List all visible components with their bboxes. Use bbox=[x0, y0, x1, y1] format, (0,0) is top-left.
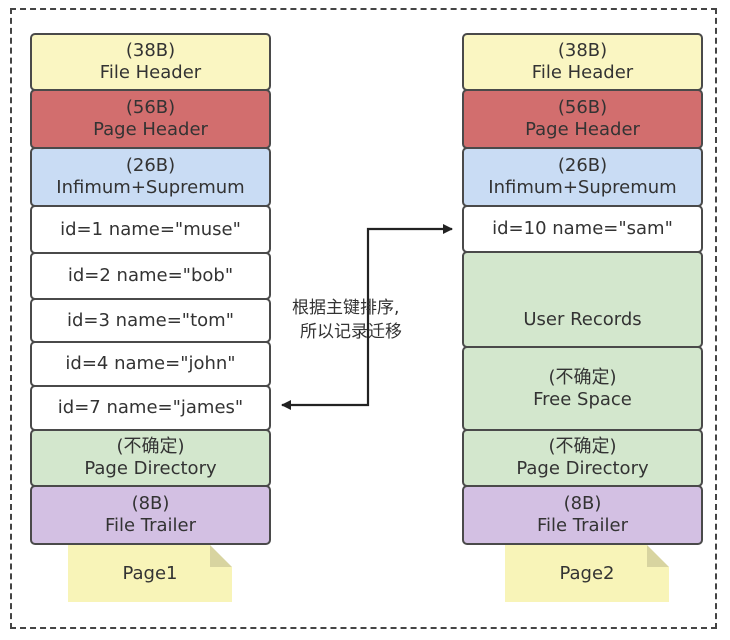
page1-page-directory-label: Page Directory bbox=[84, 458, 217, 479]
page2-page-directory-size: (不确定) bbox=[548, 436, 617, 457]
page1-file-trailer: (8B) File Trailer bbox=[30, 485, 271, 545]
page1-note: Page1 bbox=[68, 545, 232, 602]
page2-page-directory-label: Page Directory bbox=[516, 458, 649, 479]
record-text: id=2 name="bob" bbox=[67, 265, 234, 286]
page1-page-directory-size: (不确定) bbox=[116, 436, 185, 457]
page1-record-3: id=3 name="tom" bbox=[30, 298, 271, 343]
outer-dashed-frame bbox=[10, 8, 717, 629]
page2-file-header-label: File Header bbox=[531, 62, 634, 83]
page1-file-header-label: File Header bbox=[99, 62, 202, 83]
page1-name: Page1 bbox=[122, 563, 178, 584]
note-fold-corner bbox=[647, 545, 669, 567]
page2-free-space: (不确定) Free Space bbox=[462, 346, 703, 431]
migration-label-line1: 根据主键排序, bbox=[292, 298, 400, 318]
record-text: id=10 name="sam" bbox=[492, 218, 673, 239]
page2-name: Page2 bbox=[559, 563, 615, 584]
migration-label-line2: 所以记录迁移 bbox=[300, 322, 402, 342]
record-text: id=7 name="james" bbox=[57, 397, 244, 418]
page2-infimum-label: Infimum+Supremum bbox=[488, 177, 677, 198]
page1-file-header-size: (38B) bbox=[125, 40, 176, 61]
record-text: id=3 name="tom" bbox=[67, 309, 234, 331]
record-text: id=4 name="john" bbox=[65, 353, 236, 374]
page1-record-4: id=4 name="john" bbox=[30, 341, 271, 387]
record-text: id=1 name="muse" bbox=[60, 218, 241, 240]
migration-label: 根据主键排序, 所以记录迁移 bbox=[292, 296, 402, 344]
note-fold-corner bbox=[210, 545, 232, 567]
page2-file-trailer-label: File Trailer bbox=[536, 515, 629, 536]
page1-page-header-size: (56B) bbox=[125, 97, 176, 118]
page2-user-records-label: User Records bbox=[523, 308, 642, 330]
page2-page-header-label: Page Header bbox=[525, 119, 640, 140]
page1-file-trailer-label: File Trailer bbox=[104, 515, 197, 536]
page2-file-trailer: (8B) File Trailer bbox=[462, 485, 703, 545]
page2-note: Page2 bbox=[505, 545, 669, 602]
page1-infimum-label: Infimum+Supremum bbox=[56, 177, 245, 198]
page2-free-space-label: Free Space bbox=[533, 388, 632, 410]
page1-file-trailer-size: (8B) bbox=[131, 493, 170, 514]
page2-user-records: User Records bbox=[462, 251, 703, 348]
page2-page-header-size: (56B) bbox=[557, 97, 608, 118]
page2-infimum-supremum: (26B) Infimum+Supremum bbox=[462, 147, 703, 207]
page1-record-1: id=1 name="muse" bbox=[30, 205, 271, 254]
page1-infimum-supremum: (26B) Infimum+Supremum bbox=[30, 147, 271, 207]
page1-page-directory: (不确定) Page Directory bbox=[30, 429, 271, 487]
page1-infimum-size: (26B) bbox=[125, 155, 176, 176]
page2-free-space-size: (不确定) bbox=[548, 366, 617, 388]
page2-page-header: (56B) Page Header bbox=[462, 89, 703, 149]
page2-page-directory: (不确定) Page Directory bbox=[462, 429, 703, 487]
page1-record-2: id=2 name="bob" bbox=[30, 252, 271, 300]
page2-infimum-size: (26B) bbox=[557, 155, 608, 176]
page2-file-trailer-size: (8B) bbox=[563, 493, 602, 514]
page2-file-header: (38B) File Header bbox=[462, 33, 703, 91]
page2-file-header-size: (38B) bbox=[557, 40, 608, 61]
page1-page-header-label: Page Header bbox=[93, 119, 208, 140]
